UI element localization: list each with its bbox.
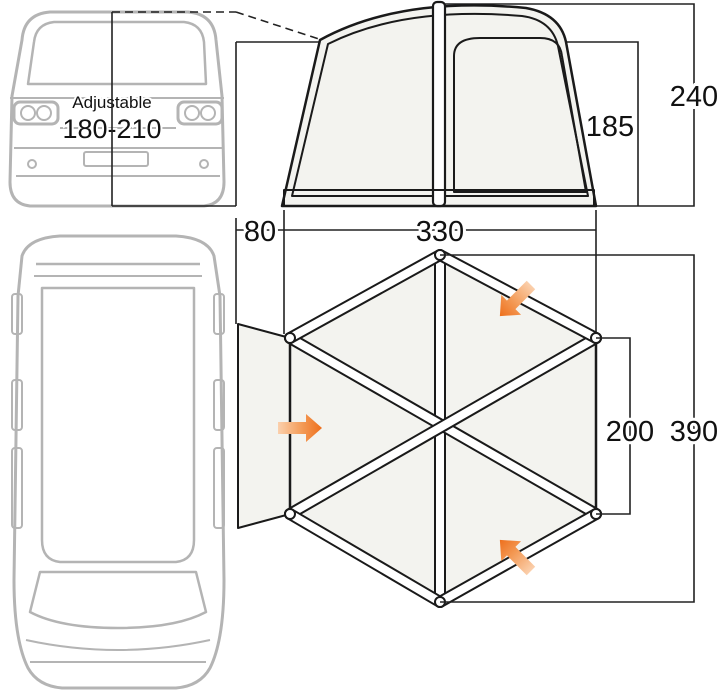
front-dimension-lines <box>111 3 695 207</box>
van-front-view <box>8 10 226 208</box>
depth-200-label: 200 <box>606 416 654 448</box>
arrow-right-icon <box>278 414 322 442</box>
height-185-label: 185 <box>586 111 634 143</box>
van-top-view <box>11 234 226 690</box>
width-80-label: 80 <box>244 216 276 248</box>
depth-dimension-lines <box>440 254 695 603</box>
depth-390-label: 390 <box>670 416 718 448</box>
width-330-label: 330 <box>416 216 464 248</box>
arrow-up-right-icon <box>499 539 536 576</box>
width-dimension-lines <box>235 210 597 334</box>
tent-plan-view <box>237 249 602 608</box>
frame-beams <box>284 249 602 608</box>
arrow-down-left-icon <box>499 280 536 317</box>
tent-front-view <box>280 0 598 208</box>
height-240-label: 240 <box>670 81 718 113</box>
